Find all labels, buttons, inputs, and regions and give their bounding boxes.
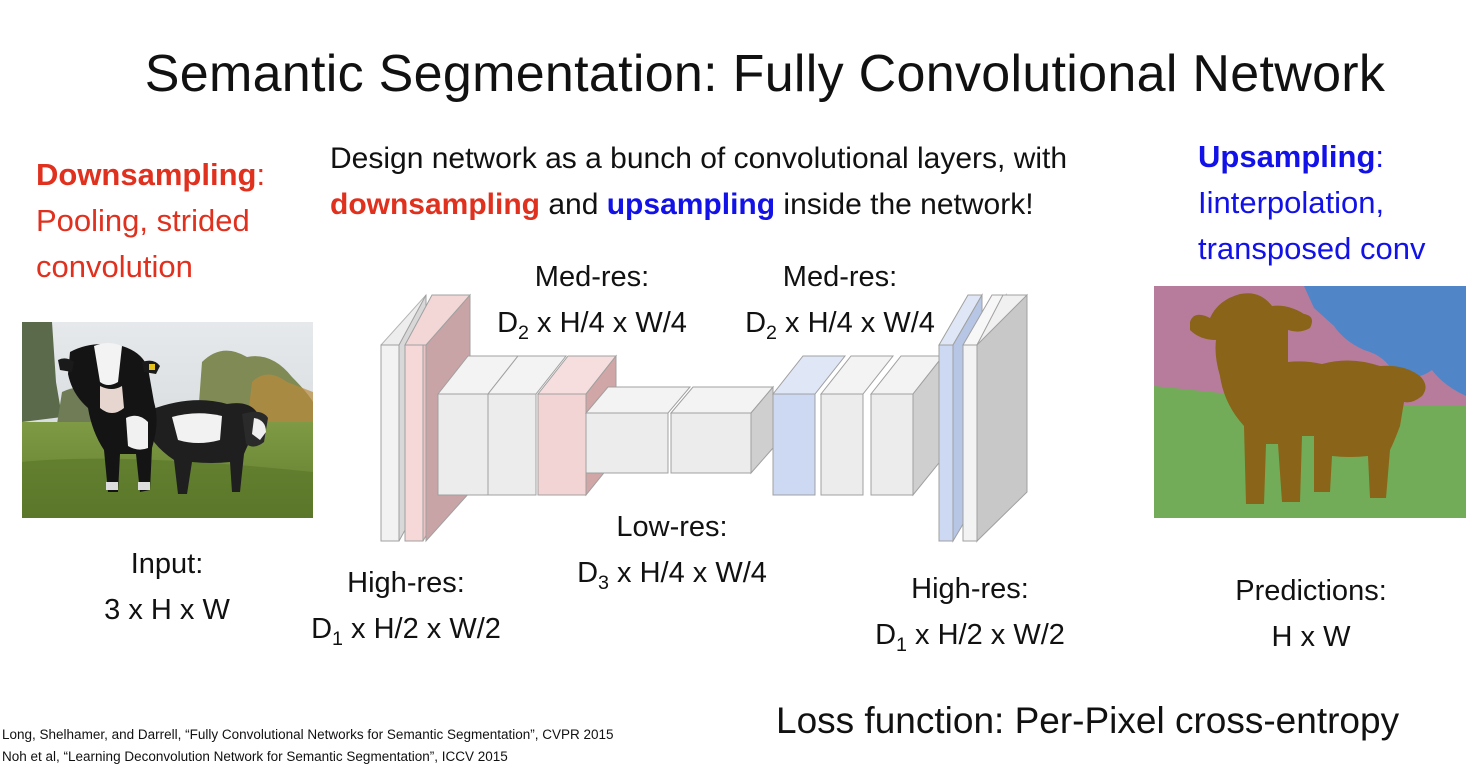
loss-function: Loss function: Per-Pixel cross-entropy xyxy=(776,700,1400,741)
medres-right-sub: 2 xyxy=(766,321,777,344)
medres-left-dims: x H/4 x W/4 xyxy=(529,307,687,339)
predictions-label: Predictions: H x W xyxy=(1196,568,1426,660)
lowres-title: Low-res: xyxy=(616,511,728,543)
medres-right-dims: x H/4 x W/4 xyxy=(777,307,935,339)
upsampling-line2: transposed conv xyxy=(1198,231,1426,266)
medres-left-D: D xyxy=(497,307,519,339)
network-diagram xyxy=(380,293,1028,543)
reference-2: Noh et al, “Learning Deconvolution Netwo… xyxy=(2,749,508,764)
prediction-segmentation-image xyxy=(1154,286,1466,518)
design-word-upsampling: upsampling xyxy=(606,188,776,221)
design-line1: Design network as a bunch of convolution… xyxy=(330,142,1068,175)
layer-medres-left-2 xyxy=(486,355,568,496)
input-label-title: Input: xyxy=(130,548,204,580)
highres-left-label: High-res: D1 x H/2 x W/2 xyxy=(286,560,526,652)
input-label-dims: 3 x H x W xyxy=(104,594,230,626)
lowres-D: D xyxy=(577,557,599,589)
downsampling-heading: Downsampling xyxy=(36,157,257,192)
medres-right-D: D xyxy=(745,307,767,339)
upsampling-line1: Iinterpolation, xyxy=(1198,185,1385,220)
slide-title: Semantic Segmentation: Fully Convolution… xyxy=(144,45,1386,103)
highres-right-sub: 1 xyxy=(896,633,907,656)
layer-medres-right-3 xyxy=(869,354,945,497)
reference-1: Long, Shelhamer, and Darrell, “Fully Con… xyxy=(2,727,614,742)
design-word-downsampling: downsampling xyxy=(330,188,540,221)
design-rest: inside the network! xyxy=(775,188,1034,221)
highres-left-title: High-res: xyxy=(347,567,465,599)
medres-left-title: Med-res: xyxy=(534,261,650,293)
downsampling-line1: Pooling, strided xyxy=(36,203,250,238)
lowres-label: Low-res: D3 x H/4 x W/4 xyxy=(552,504,792,596)
predictions-dims: H x W xyxy=(1271,621,1351,653)
input-label: Input: 3 x H x W xyxy=(72,541,262,633)
medres-left-label: Med-res: D2 x H/4 x W/4 xyxy=(472,254,712,346)
layer-lowres-1 xyxy=(584,386,692,474)
upsampling-heading: Upsampling xyxy=(1198,139,1376,174)
highres-right-D: D xyxy=(875,619,897,651)
lowres-sub: 3 xyxy=(598,571,609,594)
downsampling-note: Downsampling: Pooling, strided convoluti… xyxy=(36,152,265,290)
upsampling-note: Upsampling: Iinterpolation, transposed c… xyxy=(1198,134,1425,272)
downsampling-line2: convolution xyxy=(36,249,193,284)
layer-medres-right-1 xyxy=(771,355,847,496)
layer-medres-right-2 xyxy=(819,355,895,496)
highres-right-dims: x H/2 x W/2 xyxy=(907,619,1065,651)
downsampling-colon: : xyxy=(256,157,266,192)
predictions-title: Predictions: xyxy=(1235,575,1387,607)
design-word-and: and xyxy=(540,188,607,221)
input-cow-image xyxy=(22,322,313,518)
highres-left-sub: 1 xyxy=(332,627,343,650)
layer-medres-left-1 xyxy=(436,355,520,496)
medres-left-sub: 2 xyxy=(518,321,529,344)
layer-lowres-2 xyxy=(669,385,775,475)
medres-right-title: Med-res: xyxy=(782,261,898,293)
design-note: Design network as a bunch of convolution… xyxy=(330,136,1067,228)
highres-left-D: D xyxy=(311,613,333,645)
layer-highres-right-3 xyxy=(976,293,1028,543)
lowres-dims: x H/4 x W/4 xyxy=(609,557,767,589)
highres-right-title: High-res: xyxy=(911,573,1029,605)
medres-right-label: Med-res: D2 x H/4 x W/4 xyxy=(720,254,960,346)
upsampling-colon: : xyxy=(1375,139,1385,174)
highres-left-dims: x H/2 x W/2 xyxy=(343,613,501,645)
highres-right-label: High-res: D1 x H/2 x W/2 xyxy=(850,566,1090,658)
